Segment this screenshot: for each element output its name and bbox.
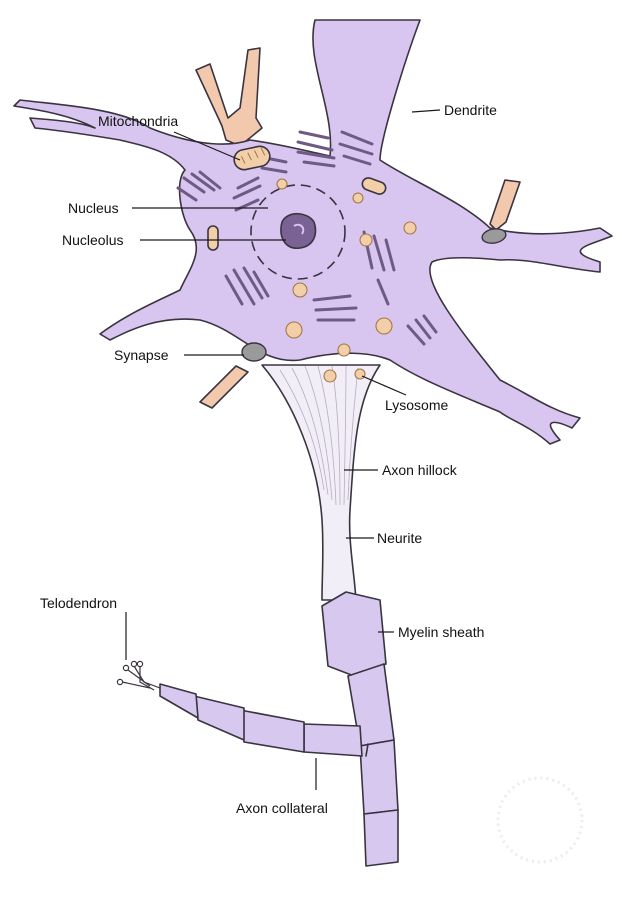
axon-collateral-branch [159, 683, 363, 757]
labels: Dendrite Mitochondria Nucleus Nucleolus … [40, 102, 497, 816]
label-synapse: Synapse [114, 347, 169, 363]
leader-lines [125, 109, 441, 790]
label-axon-collateral: Axon collateral [236, 800, 328, 816]
dendrite-contact-left [199, 365, 249, 409]
label-axon-hillock: Axon hillock [382, 462, 458, 478]
myelin-segment-4 [363, 809, 399, 867]
telodendron [116, 660, 161, 691]
nucleolus [280, 212, 317, 249]
label-neurite: Neurite [377, 530, 422, 546]
presynaptic-terminals [195, 47, 521, 409]
label-dendrite: Dendrite [444, 102, 497, 118]
dendrite-contact-right [489, 179, 521, 231]
label-nucleus: Nucleus [68, 200, 119, 216]
label-lysosome: Lysosome [385, 397, 449, 413]
lysosomes [276, 178, 417, 383]
label-telodendron: Telodendron [40, 595, 117, 611]
synaptic-knob-left [241, 342, 267, 362]
axon-hillock [261, 364, 381, 601]
label-mitochondria: Mitochondria [98, 113, 178, 129]
dendrite-contact-top [195, 47, 263, 147]
label-nucleolus: Nucleolus [62, 232, 123, 248]
label-myelin-sheath: Myelin sheath [398, 624, 484, 640]
mitochondria [207, 145, 387, 251]
synaptic-knob-right [481, 228, 507, 244]
nucleus [250, 184, 346, 280]
synaptic-knobs [241, 228, 507, 362]
nuclear-envelope [250, 184, 346, 280]
myelin-segment-3 [359, 739, 399, 815]
myelinated-axon [321, 591, 399, 867]
rough-er-stacks [176, 130, 438, 346]
faint-watermark [496, 776, 584, 864]
myelin-segment-1 [321, 591, 387, 677]
